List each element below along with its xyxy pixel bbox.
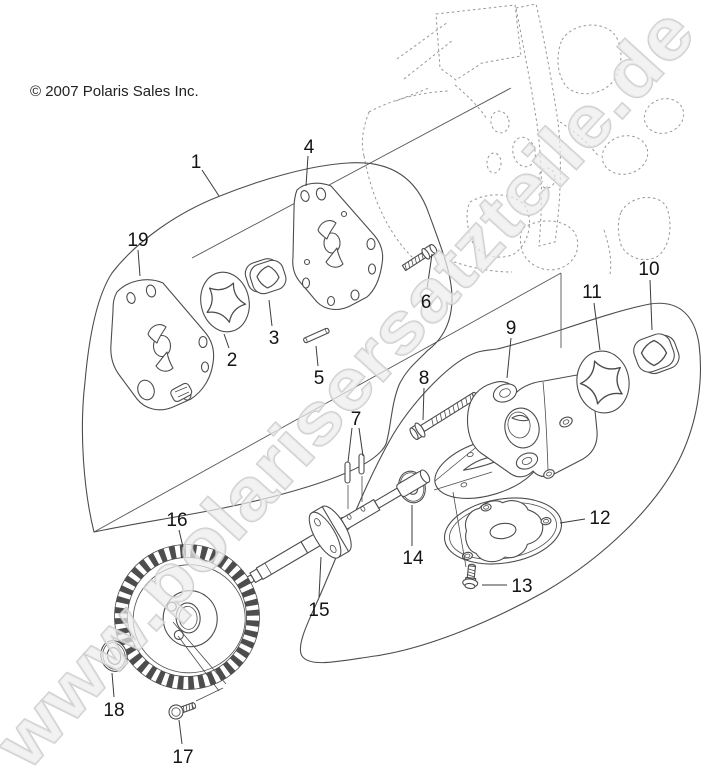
callout-11: 11: [582, 282, 602, 303]
callout-10: 10: [638, 259, 659, 280]
part-3-outer-rotor: [244, 258, 287, 295]
part-10-outer-rotor: [633, 333, 680, 375]
callout-13: 13: [511, 576, 532, 597]
leader-1: [201, 169, 220, 197]
part-9-oil-pump-body: [433, 374, 598, 499]
callout-18: 18: [103, 700, 124, 721]
axis-line-gear-to-pump: [93, 272, 562, 533]
copyright-notice: © 2007 Polaris Sales Inc.: [30, 83, 199, 100]
callout-16: 16: [166, 510, 187, 531]
leader-lines: [111, 155, 653, 745]
mount-line-to-engine: [191, 87, 512, 259]
part-4-pump-plate: [292, 182, 384, 311]
part-5-pin: [303, 327, 330, 344]
leader-2: [223, 333, 230, 349]
leader-12: [559, 518, 586, 524]
leader-16: [178, 529, 184, 548]
callout-7: 7: [351, 409, 362, 430]
callout-2: 2: [227, 350, 238, 371]
part-17-bolt: [168, 702, 197, 720]
assembly-group-outlines: [81, 162, 702, 664]
leader-8: [422, 387, 425, 421]
leader-7b: [358, 427, 364, 457]
leader-15: [318, 556, 322, 598]
callout-15: 15: [308, 600, 329, 621]
callout-9: 9: [506, 318, 517, 339]
part-16-drive-gear: [114, 544, 260, 690]
callout-4: 4: [304, 137, 315, 158]
part-19-pump-housing: [110, 279, 215, 411]
part-12-pump-cover: [443, 497, 563, 565]
gear-bolt-lines: [172, 621, 227, 702]
leader-18: [111, 672, 115, 698]
leader-9: [506, 337, 512, 379]
part-11-inner-rotor: [576, 350, 630, 414]
leader-10: [649, 279, 653, 331]
part-18-seal-ring: [100, 640, 128, 672]
callout-17: 17: [172, 747, 193, 768]
leader-4: [305, 155, 309, 187]
callout-6: 6: [421, 292, 432, 313]
part-6-screw: [401, 243, 438, 272]
callout-5: 5: [314, 368, 325, 389]
part-15-pump-shaft: [230, 469, 431, 593]
leader-19: [137, 249, 141, 277]
leader-5: [315, 345, 319, 367]
assembly-boundary-left: [81, 162, 453, 533]
callout-3: 3: [269, 328, 280, 349]
leader-7a: [347, 427, 353, 463]
leader-6: [426, 253, 433, 290]
leader-17: [178, 719, 183, 745]
leader-3: [268, 299, 273, 327]
part-7-dowel-pins: [344, 453, 365, 509]
part-13-screw: [452, 491, 479, 590]
callout-labels: 1 2 3 4 5 6 7 8 9 10 11 12 13 14 15 16 1…: [103, 137, 659, 768]
assembly-boundary-right: [300, 302, 702, 664]
callout-14: 14: [402, 548, 424, 569]
callout-12: 12: [589, 508, 610, 529]
callout-8: 8: [419, 368, 430, 389]
callout-19: 19: [127, 230, 148, 251]
callout-1: 1: [191, 152, 202, 173]
engine-crankcase-outline: [361, 3, 685, 275]
leader-11: [593, 302, 601, 351]
alignment-lines: [93, 87, 562, 533]
part-2-inner-rotor: [200, 271, 250, 333]
